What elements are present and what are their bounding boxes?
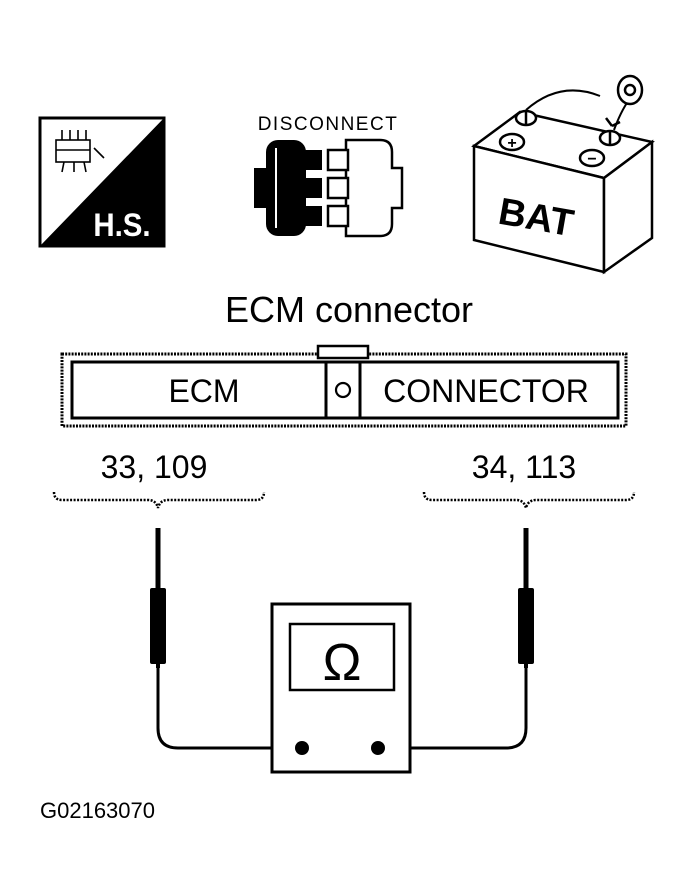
right-terminal-numbers: 34, 113 bbox=[472, 449, 576, 485]
right-test-probe bbox=[518, 528, 534, 668]
connector-title: ECM connector bbox=[225, 289, 473, 330]
right-terminal-brace bbox=[422, 491, 636, 509]
hs-connector-sketch-icon bbox=[55, 130, 105, 173]
figure-id: G02163070 bbox=[40, 798, 155, 823]
disconnect-label: DISCONNECT bbox=[258, 114, 399, 135]
left-test-lead bbox=[156, 666, 302, 750]
disconnect-icon: DISCONNECT bbox=[254, 114, 404, 238]
left-test-probe bbox=[150, 528, 166, 668]
ohm-symbol: Ω bbox=[323, 634, 362, 692]
connector-left-label: ECM bbox=[168, 373, 239, 409]
ohmmeter-left-jack bbox=[295, 741, 309, 755]
hs-label: H.S. bbox=[93, 207, 150, 243]
left-terminal-brace bbox=[52, 491, 266, 509]
left-terminal-numbers: 33, 109 bbox=[101, 449, 208, 485]
hs-icon: H.S. bbox=[38, 116, 166, 248]
disconnect-left-plug-icon bbox=[254, 140, 322, 236]
battery-plus-sign: + bbox=[507, 135, 516, 152]
right-test-lead bbox=[378, 666, 528, 750]
battery-minus-sign: − bbox=[587, 151, 596, 168]
battery-icon bbox=[471, 74, 655, 275]
ecm-connector-body bbox=[60, 344, 628, 428]
ohmmeter bbox=[270, 602, 412, 774]
disconnect-right-plug-icon bbox=[326, 138, 404, 238]
ohmmeter-right-jack bbox=[371, 741, 385, 755]
connector-right-label: CONNECTOR bbox=[383, 373, 589, 409]
